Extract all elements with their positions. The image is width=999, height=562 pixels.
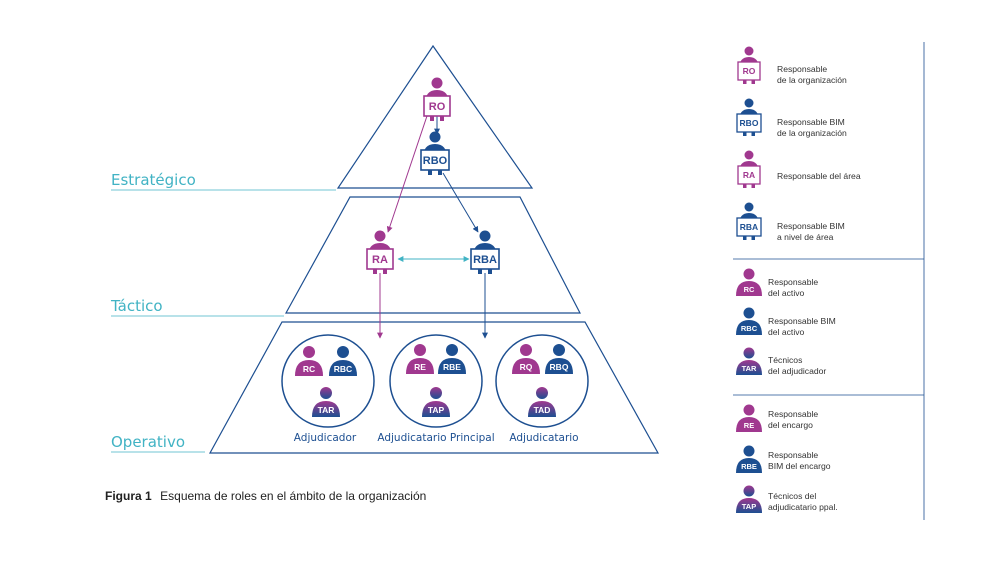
legend-rba-badge: RBA — [740, 222, 758, 232]
role-ro-label: RO — [429, 101, 446, 113]
group-circle-adjudicatario — [495, 334, 589, 428]
legend-tap-badge: TAP — [742, 502, 756, 511]
group-label-adjudicador: Adjudicador — [294, 432, 357, 444]
legend-rbc-badge: RBC — [741, 324, 758, 333]
legend-ra-figure: RA — [737, 150, 761, 188]
pyramid-tier-operative — [208, 321, 660, 454]
role-tap-figure: TAP — [422, 387, 450, 417]
role-rq-figure: RQ — [512, 344, 540, 374]
role-rc-figure: RC — [295, 346, 323, 376]
legend-tar-figure: TAR — [736, 347, 762, 375]
legend-rbo-badge: RBO — [740, 118, 759, 128]
legend-tap-desc: Técnicos del adjudicatario ppal. — [768, 491, 838, 512]
legend-ra-badge: RA — [743, 170, 755, 180]
role-tar-figure: TAR — [312, 387, 340, 417]
pyramid-tier-tactical — [284, 196, 581, 314]
role-tar-label: TAR — [318, 405, 335, 415]
legend: RO Responsable de la organización RBO Re… — [733, 42, 925, 520]
level-label-tactical: Táctico — [110, 297, 163, 315]
role-ro-figure: RO — [423, 77, 451, 121]
group-circle-adjudicatario-principal — [389, 334, 483, 428]
role-ra-figure: RA — [366, 230, 394, 274]
legend-tar-badge: TAR — [742, 364, 757, 373]
role-re-figure: RE — [406, 344, 434, 374]
legend-rbo-figure: RBO — [736, 98, 762, 136]
role-tad-label: TAD — [534, 405, 551, 415]
arrow-ro-to-ra — [386, 112, 429, 233]
figure-caption-text: Esquema de roles en el ámbito de la orga… — [160, 489, 426, 503]
role-tad-figure: TAD — [528, 387, 556, 417]
legend-ro-desc: Responsable de la organización — [777, 64, 847, 85]
arrow-rbo-to-rba — [442, 172, 479, 233]
legend-re-badge: RE — [744, 421, 754, 430]
legend-rc-figure: RC — [736, 268, 762, 296]
role-rbe-figure: RBE — [438, 344, 466, 374]
legend-ro-badge: RO — [743, 66, 756, 76]
role-rbc-figure: RBC — [329, 346, 357, 376]
level-label-strategic: Estratégico — [111, 171, 196, 189]
role-rbo-label: RBO — [423, 155, 448, 167]
legend-rbc-desc: Responsable BIM del activo — [768, 316, 838, 337]
role-rbq-label: RBQ — [550, 362, 569, 372]
role-rba-figure: RBA — [470, 230, 500, 274]
role-tap-label: TAP — [428, 405, 445, 415]
legend-tar-desc: Técnicos del adjudicador — [768, 355, 826, 376]
group-label-adjudicatario-principal: Adjudicatario Principal — [377, 432, 494, 444]
legend-ra-desc: Responsable del área — [777, 171, 861, 181]
legend-rc-badge: RC — [744, 285, 755, 294]
figure-caption: Figura 1 Esquema de roles en el ámbito d… — [105, 487, 426, 504]
legend-re-desc: Responsable del encargo — [768, 409, 821, 430]
role-rbe-label: RBE — [443, 362, 461, 372]
legend-ro-figure: RO — [737, 46, 761, 84]
role-rbo-figure: RBO — [420, 131, 450, 175]
role-rbq-figure: RBQ — [545, 344, 573, 374]
legend-rbe-desc: Responsable BIM del encargo — [768, 450, 831, 471]
group-circle-adjudicador — [281, 334, 375, 428]
pyramid-tier-strategic — [336, 44, 534, 189]
legend-rbe-figure: RBE — [736, 445, 762, 473]
role-ra-label: RA — [372, 254, 388, 266]
legend-re-figure: RE — [736, 404, 762, 432]
role-rba-label: RBA — [473, 254, 497, 266]
level-label-operative: Operativo — [111, 433, 185, 451]
role-rbc-label: RBC — [334, 364, 352, 374]
legend-rc-desc: Responsable del activo — [768, 277, 821, 298]
role-rq-label: RQ — [520, 362, 533, 372]
legend-rbo-desc: Responsable BIM de la organización — [777, 117, 847, 138]
legend-tap-figure: TAP — [736, 485, 762, 513]
role-rc-label: RC — [303, 364, 315, 374]
legend-rba-figure: RBA — [736, 202, 762, 240]
role-re-label: RE — [414, 362, 426, 372]
legend-rbc-figure: RBC — [736, 307, 762, 335]
legend-rba-desc: Responsable BIM a nivel de área — [777, 221, 847, 242]
legend-rbe-badge: RBE — [741, 462, 757, 471]
group-label-adjudicatario: Adjudicatario — [509, 432, 578, 444]
figure-caption-label: Figura 1 — [105, 489, 152, 503]
